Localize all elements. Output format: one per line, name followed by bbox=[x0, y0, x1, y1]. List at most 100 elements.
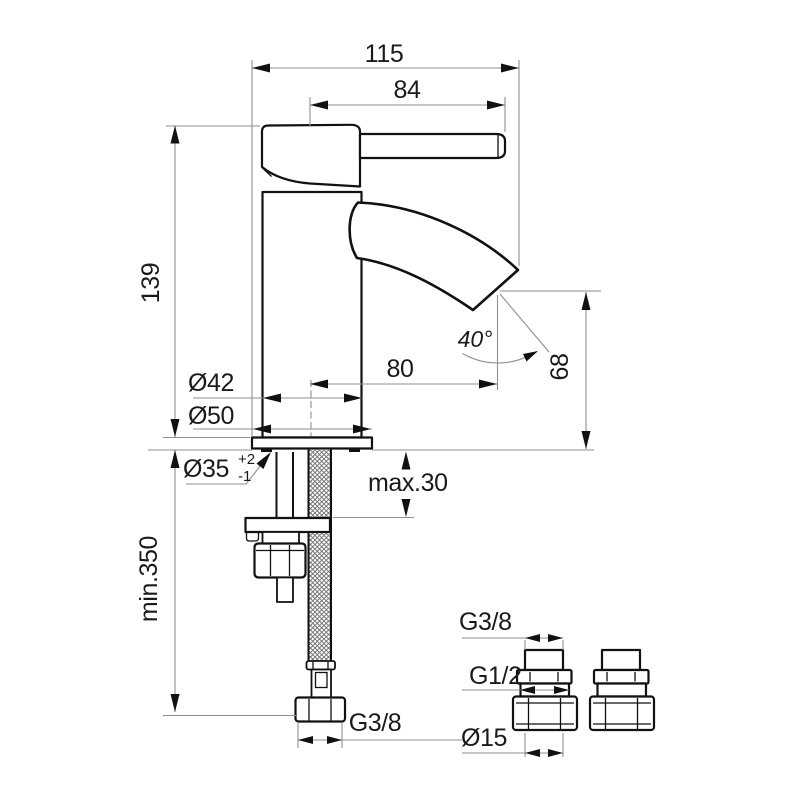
dim-fitting-mid-thread: G1/2 bbox=[462, 662, 569, 694]
dim-84-extension-lines bbox=[309, 97, 506, 132]
arrowhead bbox=[554, 686, 569, 694]
dim-g38-hose-extension-lines bbox=[297, 723, 343, 748]
arrowhead bbox=[525, 634, 540, 642]
dim-body-height: 139 bbox=[137, 125, 260, 439]
dim-139-reference-lines bbox=[163, 125, 260, 439]
arrowhead bbox=[353, 424, 371, 434]
dim-g38-hose-label: G3/8 bbox=[349, 709, 402, 737]
arrowhead bbox=[581, 431, 591, 449]
faucet-spout bbox=[348, 201, 520, 312]
arrowhead bbox=[479, 379, 497, 389]
dim-fitting-top-thread: G3/8 bbox=[459, 608, 564, 650]
fitting-left bbox=[511, 648, 579, 732]
fitting-left-flange bbox=[515, 668, 573, 685]
fitting-right-midband bbox=[596, 682, 648, 698]
fitting-right-nut-chamfers bbox=[593, 702, 651, 725]
arrowhead bbox=[548, 749, 563, 757]
angle-ray-line bbox=[499, 293, 550, 353]
arrowhead bbox=[253, 424, 271, 434]
dim-115-label: 115 bbox=[365, 40, 404, 68]
base-plate bbox=[250, 436, 374, 450]
fitting-right-nut bbox=[588, 695, 656, 732]
arrowhead bbox=[523, 351, 538, 362]
flex-hose-edges bbox=[307, 449, 332, 661]
dim-max30-label: max.30 bbox=[368, 469, 448, 497]
dim-outlet-height: 68 bbox=[500, 290, 601, 449]
faucet-cap bbox=[260, 123, 362, 188]
stud-tail bbox=[276, 576, 294, 603]
dim-fitting-bottom-diameter: Ø15 bbox=[461, 724, 564, 757]
arrowhead bbox=[344, 393, 362, 403]
dim-base-diameter: Ø50 bbox=[188, 402, 372, 434]
mounting-stud bbox=[275, 452, 294, 518]
dim-spout-reach: 80 bbox=[310, 295, 499, 436]
hose-end-nut-facets bbox=[308, 699, 332, 721]
dim-dia35-tolerance-minus: -1 bbox=[238, 468, 251, 485]
faucet-lever bbox=[358, 132, 507, 160]
bracket-claw bbox=[245, 532, 260, 542]
arrowhead bbox=[401, 499, 411, 517]
dim-dia50-label: Ø50 bbox=[188, 402, 234, 430]
arrowhead bbox=[170, 125, 180, 144]
dim-84-label: 84 bbox=[393, 76, 421, 104]
fitting-left-nut bbox=[511, 695, 579, 732]
dim-dia42-label: Ø42 bbox=[188, 369, 234, 397]
arrowhead bbox=[170, 694, 180, 712]
fitting-dia15-label: Ø15 bbox=[461, 724, 507, 752]
cap-collar-seam bbox=[261, 167, 272, 177]
fitting-right-flange bbox=[592, 668, 650, 685]
faucet bbox=[250, 123, 520, 452]
dim-dia35-label: Ø35 bbox=[183, 455, 229, 483]
dim-115-extension-lines bbox=[251, 60, 520, 436]
hose-collar bbox=[305, 660, 336, 671]
arrowhead bbox=[520, 686, 535, 694]
hose-nipple bbox=[310, 668, 332, 699]
dim-body-diameter: Ø42 bbox=[188, 369, 362, 403]
fitting-g12-label: G1/2 bbox=[469, 662, 522, 690]
nut-collar bbox=[261, 531, 300, 545]
dim-80-label: 80 bbox=[386, 355, 413, 383]
arrowhead bbox=[487, 100, 505, 110]
arrowhead bbox=[170, 419, 180, 437]
hose-end-nut bbox=[294, 696, 347, 723]
arrowhead bbox=[310, 379, 328, 389]
dim-min350-label: min.350 bbox=[135, 536, 163, 622]
under-deck-assembly bbox=[244, 449, 347, 723]
dim-dia35-tolerance-plus: +2 bbox=[238, 451, 255, 468]
arrowhead bbox=[327, 736, 342, 744]
dim-139-label: 139 bbox=[137, 263, 165, 304]
dim-68-label: 68 bbox=[546, 353, 574, 380]
dim-lever-length: 84 bbox=[309, 76, 506, 132]
arrowhead bbox=[581, 292, 591, 310]
dim-deck-thickness: max.30 bbox=[333, 451, 448, 519]
arrowhead bbox=[263, 393, 281, 403]
arrowhead bbox=[310, 100, 328, 110]
arrowhead bbox=[256, 452, 271, 469]
hose-nipple-window bbox=[314, 671, 328, 689]
fitting-right-stub bbox=[600, 648, 642, 672]
fitting-right-flange-facets bbox=[606, 672, 636, 682]
fitting-left-flange-facets bbox=[529, 672, 559, 682]
gasket-left bbox=[261, 448, 272, 452]
gasket-right bbox=[349, 448, 360, 452]
arrowhead bbox=[298, 736, 313, 744]
arrowhead bbox=[170, 450, 180, 468]
fixing-nut bbox=[253, 542, 307, 579]
arrowhead bbox=[252, 63, 270, 73]
dim-hose-length: min.350 bbox=[135, 449, 594, 717]
dim-overall-width: 115 bbox=[251, 40, 520, 436]
hose-collar-ribs bbox=[312, 662, 329, 669]
fitting-g38-label: G3/8 bbox=[459, 608, 512, 636]
arrowhead bbox=[401, 451, 411, 470]
fitting-left-stub bbox=[523, 648, 565, 672]
dim-g38-fitting-extension-lines bbox=[524, 640, 564, 650]
fitting-left-nut-chamfers bbox=[516, 702, 574, 725]
arrowhead bbox=[548, 634, 563, 642]
fitting-right bbox=[588, 648, 656, 732]
dim-40deg-label: 40° bbox=[458, 326, 493, 352]
dim-hose-thread: G3/8 bbox=[297, 709, 462, 748]
flex-hose-braid bbox=[308, 449, 332, 661]
dim-hole-diameter: Ø35 +2 -1 bbox=[183, 451, 271, 485]
